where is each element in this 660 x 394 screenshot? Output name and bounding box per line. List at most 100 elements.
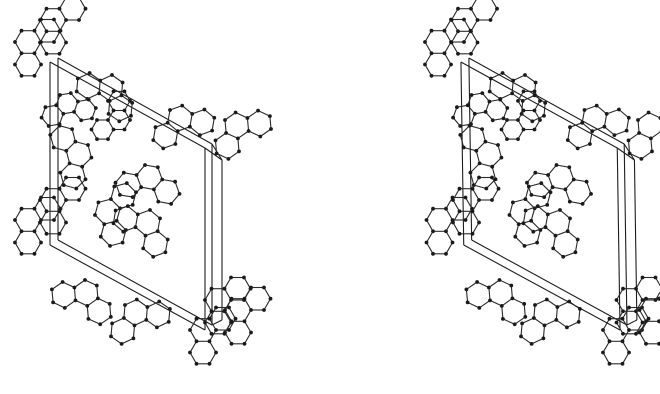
right-bond	[451, 8, 459, 21]
right-atom	[644, 296, 648, 301]
right-bond	[459, 125, 470, 136]
left-atom	[79, 118, 84, 123]
left-bond	[89, 72, 101, 81]
right-bond	[626, 117, 630, 131]
left-bond	[224, 309, 232, 322]
left-atom	[98, 234, 103, 239]
right-bond	[424, 41, 432, 54]
left-bond	[76, 91, 88, 100]
left-atom	[77, 175, 81, 180]
right-atom	[526, 184, 531, 189]
right-bond	[531, 194, 545, 198]
left-bond	[116, 208, 121, 221]
right-atom	[649, 136, 653, 141]
right-atom	[431, 206, 435, 211]
left-atom	[224, 131, 229, 135]
left-atom	[212, 115, 217, 120]
left-bond	[157, 218, 161, 232]
left-bond	[134, 319, 147, 326]
left-bond	[224, 277, 232, 289]
left-atom	[144, 318, 149, 322]
right-bond	[465, 197, 473, 209]
left-atom	[168, 307, 172, 311]
right-atom	[523, 197, 528, 202]
left-bond	[204, 322, 212, 335]
right-bond	[512, 297, 525, 305]
left-bond	[39, 8, 47, 21]
left-bond	[49, 134, 55, 148]
right-atom	[487, 285, 491, 290]
right-atom	[568, 216, 572, 221]
left-bond	[98, 80, 101, 94]
left-atom	[131, 336, 136, 341]
right-atom	[449, 40, 454, 45]
right-bond	[481, 128, 486, 142]
left-bond	[142, 235, 147, 249]
left-atom	[157, 299, 162, 304]
right-atom	[449, 18, 454, 22]
left-bond	[86, 305, 89, 319]
left-bond	[174, 181, 181, 195]
left-bond	[60, 163, 70, 173]
left-atom	[143, 233, 148, 238]
right-atom	[507, 213, 512, 217]
right-atom	[532, 108, 537, 113]
left-atom	[38, 198, 42, 202]
left-atom	[112, 184, 117, 189]
left-atom	[57, 29, 62, 34]
right-atom	[475, 280, 479, 284]
left-bond	[49, 125, 60, 136]
right-atom	[521, 127, 526, 132]
right-atom	[457, 209, 462, 214]
right-bond	[564, 179, 575, 190]
left-atom	[141, 246, 146, 251]
right-atom	[602, 124, 607, 129]
right-bond	[524, 74, 536, 83]
left-bond	[152, 139, 164, 149]
left-atom	[207, 361, 212, 366]
right-atom	[490, 118, 495, 123]
left-bond	[158, 301, 171, 310]
left-bond	[114, 182, 127, 188]
right-bond	[577, 143, 591, 149]
right-atom	[475, 18, 480, 22]
right-atom	[621, 331, 625, 336]
right-bond	[491, 177, 499, 189]
right-bond	[502, 72, 514, 81]
right-atom	[626, 138, 631, 143]
left-bond	[78, 8, 86, 21]
left-bond	[189, 126, 201, 136]
right-bond	[641, 307, 649, 319]
right-atom	[469, 29, 473, 34]
left-bond	[110, 335, 122, 345]
left-atom	[44, 186, 49, 191]
left-atom	[106, 99, 110, 103]
right-bond	[470, 19, 478, 32]
left-bond	[51, 289, 54, 303]
right-bond	[452, 222, 460, 235]
right-bond	[476, 281, 490, 288]
left-atom	[19, 28, 24, 33]
left-bond	[65, 141, 76, 152]
left-atom	[249, 330, 253, 335]
right-atom	[657, 296, 660, 301]
left-atom	[110, 321, 114, 326]
right-bond	[530, 208, 536, 221]
left-bond	[244, 298, 252, 311]
left-atom	[57, 209, 62, 214]
left-bond	[81, 157, 92, 168]
right-molecule	[507, 181, 553, 248]
right-atom	[533, 170, 538, 175]
right-bond	[424, 53, 432, 65]
left-atom	[229, 275, 233, 280]
right-bond	[635, 311, 643, 323]
right-atom	[488, 76, 493, 81]
left-atom	[120, 240, 125, 245]
right-bond	[557, 301, 570, 308]
left-bond	[39, 42, 47, 55]
left-atom	[19, 229, 24, 234]
left-atom	[258, 134, 263, 139]
right-atom	[462, 40, 466, 44]
left-bond	[224, 298, 232, 311]
